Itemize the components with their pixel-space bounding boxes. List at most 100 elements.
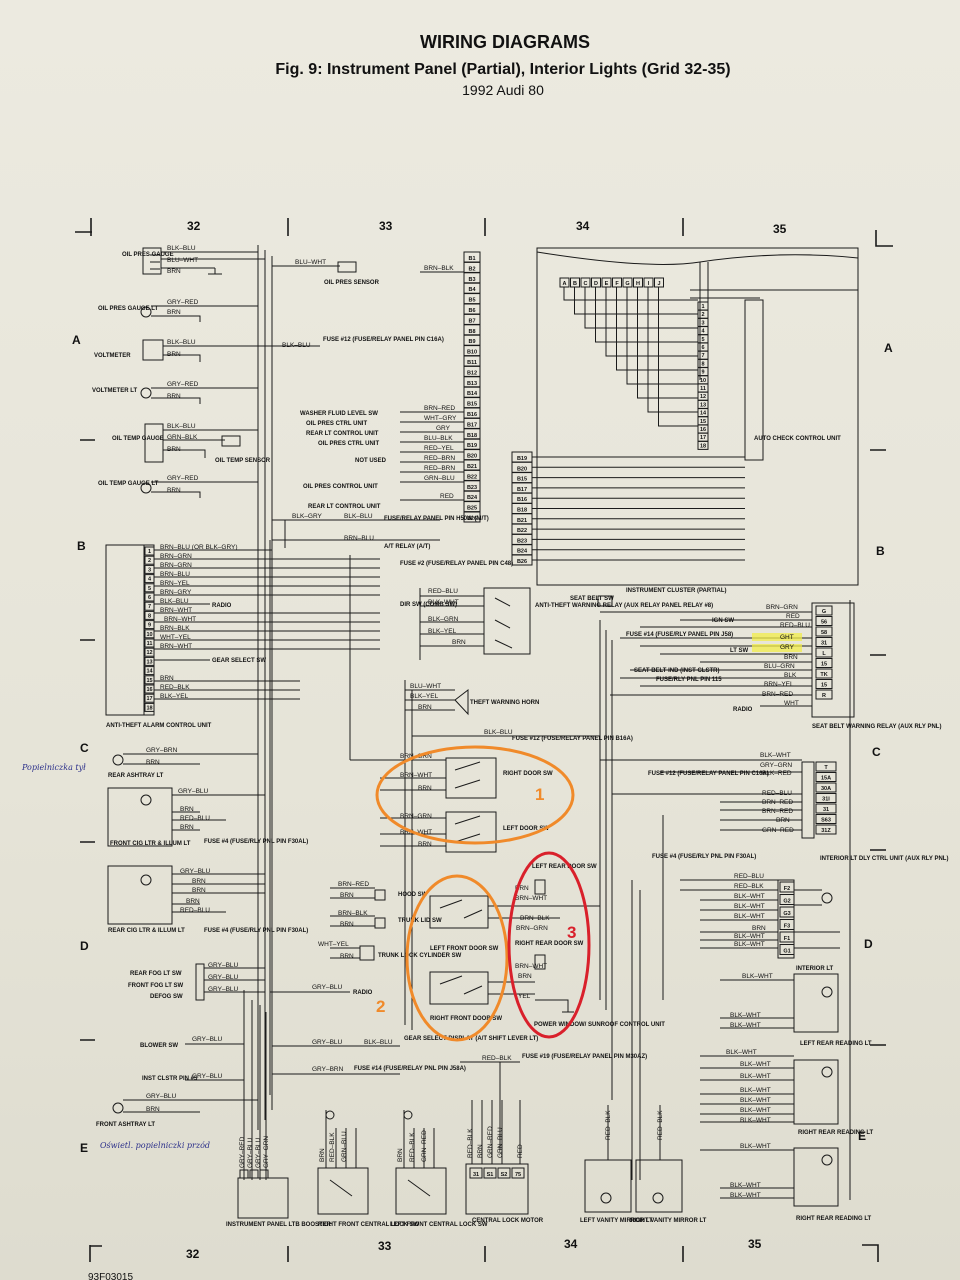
anti_theft_pins-pin-box bbox=[144, 610, 155, 620]
b_block-pin-label: B16 bbox=[467, 412, 477, 418]
wire-brn-7: BRN bbox=[452, 639, 466, 646]
wire-brn-9: BRN bbox=[160, 675, 174, 682]
letters-pin-label: C bbox=[584, 281, 588, 287]
auto-check-label: AUTO CHECK CONTROL UNIT bbox=[754, 436, 841, 442]
rf_pins-pin-box bbox=[779, 931, 795, 943]
cluster_pins-pin-label: G bbox=[822, 609, 826, 615]
anti_theft_pins-pin-label: 15 bbox=[700, 419, 706, 425]
rear-cig-lighter bbox=[107, 865, 265, 925]
rear-fog-label: REAR FOG LT SW bbox=[130, 971, 182, 977]
grid-row-b-left: B bbox=[77, 539, 86, 553]
letter-pin-wire bbox=[637, 287, 698, 399]
wire-blk-wht-14: BLK–WHT bbox=[740, 1087, 771, 1094]
cluster_pins-pin-label: 58 bbox=[821, 630, 827, 636]
wire-blu-wht-2: BLU–WHT bbox=[295, 259, 326, 266]
fuse12-a-label: FUSE #12 (FUSE/RELAY PANEL PIN C16A) bbox=[323, 337, 444, 343]
letters-pin-label: B bbox=[573, 281, 577, 287]
oil-pres-gauge-lt bbox=[140, 305, 258, 322]
wire-grn-red-2: GRN–RED bbox=[421, 1130, 428, 1162]
connector-b-block: B1B2B3B4B5B6B7B8B9B10B11B12B13B14B15B16B… bbox=[463, 251, 481, 523]
fuse12-b-label: FUSE #12 (FUSE/RELAY PANEL PIN B16A) bbox=[512, 736, 633, 742]
wire-blk-wht-6: BLK–WHT bbox=[734, 933, 765, 940]
cluster_pins-pin-label: 15 bbox=[821, 662, 827, 668]
wire-brn-27: BRN bbox=[319, 1148, 326, 1162]
dir-sw-label: DIR SW (COMB SW) bbox=[400, 602, 457, 608]
wire-brn-red-5: BRN–RED bbox=[338, 881, 369, 888]
wire-blk-wht-3: BLK–WHT bbox=[734, 893, 765, 900]
wire-blk-wht-9: BLK–WHT bbox=[730, 1012, 761, 1019]
anti_theft_pins-pin-box bbox=[144, 656, 155, 666]
gear-display-label: GEAR SELECT DISPLAY (A/T SHIFT LEVER LT) bbox=[404, 1036, 538, 1042]
motor_pins-pin-box bbox=[469, 1167, 483, 1179]
oil-pres-ctrl2-label: OIL PRES CTRL UNIT bbox=[318, 441, 379, 447]
wire-gry-grn-2: GRY–GRN bbox=[263, 1136, 270, 1168]
rf_pins-pin-label: G3 bbox=[783, 911, 790, 917]
wire-brn-grn-5: BRN–GRN bbox=[400, 813, 432, 820]
cluster_pins-pin-box bbox=[815, 605, 833, 616]
wire-red-blu-1: RED–BLU bbox=[428, 588, 458, 595]
letters-pin-label: E bbox=[605, 281, 609, 287]
cluster_pins-pin-label: L bbox=[822, 651, 826, 657]
wire-red-blk-1: RED–BLK bbox=[160, 684, 190, 691]
ltb-booster bbox=[237, 1169, 289, 1219]
interior_pins-pin-label: 15A bbox=[821, 776, 831, 782]
front-fog-label: FRONT FOG LT SW bbox=[128, 983, 184, 989]
letters-pin-label: G bbox=[625, 281, 629, 287]
cluster_pins-pin-box bbox=[815, 679, 833, 689]
fuse14-b-label: FUSE #14 (FUSE/RELAY PNL PIN J58A) bbox=[354, 1066, 466, 1072]
grid-col-35-bottom: 35 bbox=[748, 1237, 762, 1251]
anti_theft_pins-pin-label: 13 bbox=[146, 659, 152, 665]
seat-belt-ind-label: SEAT BELT IND (INST CLSTR) bbox=[634, 668, 719, 674]
b_block2-pin-label: B21 bbox=[517, 518, 527, 524]
grid-row-a-right: A bbox=[884, 341, 893, 355]
anti_theft_pins-pin-box bbox=[144, 693, 155, 703]
wire-gry-blu-12: GRY–BLU bbox=[255, 1137, 262, 1168]
b_block-pin-label: B5 bbox=[468, 298, 475, 304]
not-used-label: NOT USED bbox=[355, 458, 387, 464]
interior_pins-pin-label: 30A bbox=[821, 786, 831, 792]
wire-grn-blu-1: GRN–BLU bbox=[424, 475, 455, 482]
wire-blu-wht-1: BLU–WHT bbox=[167, 257, 198, 264]
annotation-number-2: 2 bbox=[376, 997, 385, 1016]
wire-blk-1: BLK bbox=[784, 672, 797, 679]
wire-brn-wht-6: BRN–WHT bbox=[515, 895, 547, 902]
anti_theft_pins-pin-label: 2 bbox=[701, 312, 704, 318]
grid-row-e-left: E bbox=[80, 1141, 88, 1155]
highlight-gry bbox=[752, 633, 802, 641]
b_block-pin-label: B21 bbox=[467, 464, 477, 470]
front-ashtray-label: FRONT ASHTRAY LT bbox=[96, 1122, 155, 1128]
interior_pins-pin-label: T bbox=[824, 765, 828, 771]
wire-brn-red-4: BRN–RED bbox=[762, 808, 793, 815]
fuse12-c-label: FUSE #12 (FUSE/RELAY PANEL PIN C16A) bbox=[648, 771, 769, 777]
oil-temp-gauge-lt-label: OIL TEMP GAUGE LT bbox=[98, 481, 159, 487]
wire-red-blu-2: RED–BLU bbox=[780, 622, 810, 629]
anti_theft_pins-pin-label: 1 bbox=[148, 549, 151, 555]
b_block-pin-label: B2 bbox=[468, 266, 475, 272]
rf_pins-pin-label: F3 bbox=[784, 924, 790, 930]
b_block2-pin-label: B19 bbox=[517, 456, 527, 462]
annotation-circle-2 bbox=[405, 874, 509, 1042]
wire-blk-wht-13: BLK–WHT bbox=[740, 1073, 771, 1080]
right-rear-reading-lt-2 bbox=[700, 1147, 839, 1207]
wire-brn-6: BRN bbox=[167, 487, 181, 494]
b_block2-pin-label: B23 bbox=[517, 538, 527, 544]
b_block2-pin-label: B17 bbox=[517, 487, 527, 493]
anti_theft_pins-pin-label: 11 bbox=[147, 641, 153, 647]
wire-blk-gry-1: BLK–GRY bbox=[292, 513, 323, 520]
wire-brn-28: BRN bbox=[397, 1148, 404, 1162]
motor_pins-pin-box bbox=[483, 1167, 497, 1179]
anti_theft_pins-pin-box bbox=[144, 647, 155, 657]
grid-row-d-right: D bbox=[864, 937, 873, 951]
oil-pres-ctrl1-label: OIL PRES CTRL UNIT bbox=[306, 421, 367, 427]
trunk-lock-label: TRUNK LOCK CYLINDER SW bbox=[378, 953, 462, 959]
wire-brn-15: BRN bbox=[192, 887, 206, 894]
grid-row-d-left: D bbox=[80, 939, 89, 953]
at-relay-label: A/T RELAY (A/T) bbox=[384, 544, 430, 550]
left-vanity-label: LEFT VANITY MIRROR LT bbox=[580, 1218, 653, 1224]
cluster_pins-pin-label: TK bbox=[820, 672, 827, 678]
b_block-pin-label: B18 bbox=[467, 433, 477, 439]
anti_theft_pins-pin-label: 5 bbox=[701, 337, 704, 343]
wire-grn-red-3: GRN–RED bbox=[487, 1126, 494, 1158]
